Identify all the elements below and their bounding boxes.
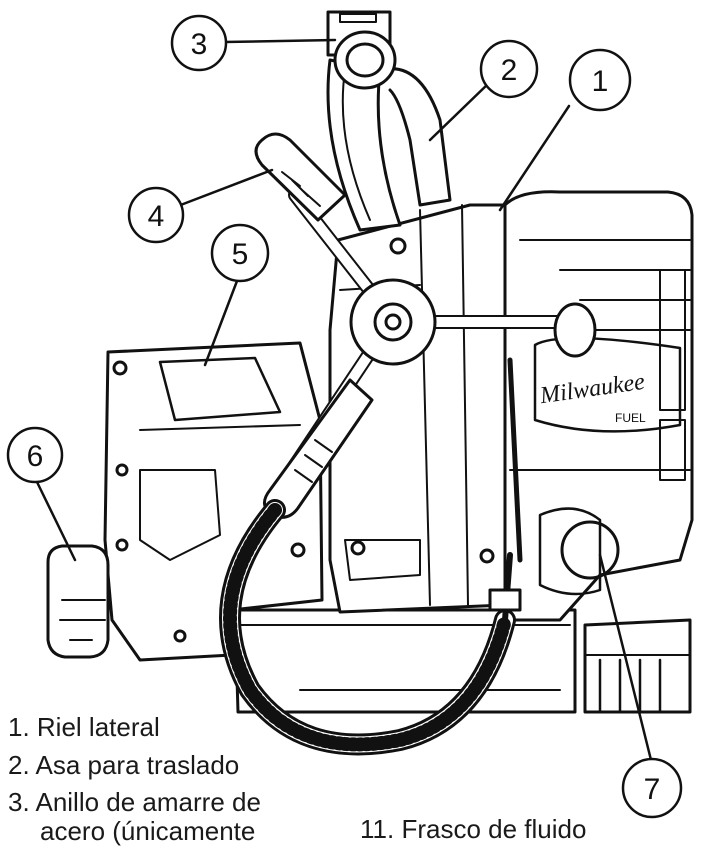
- motor-housing: [503, 190, 694, 622]
- callout-5-number: 5: [232, 238, 249, 271]
- callout-7: 7: [621, 757, 683, 819]
- callout-1: 1: [568, 48, 632, 112]
- legend-item-3-continued: acero (únicamente: [40, 816, 256, 846]
- callout-leaders: [35, 38, 653, 762]
- magnetic-base: [233, 608, 577, 714]
- callout-4-number: 4: [148, 200, 165, 233]
- magnetic-drill-diagram: Milwaukee FUEL 1 2 3 4 5 6: [6, 10, 694, 819]
- callout-4: 4: [127, 186, 185, 244]
- coolant-hose: [219, 357, 523, 756]
- drill-chuck: [583, 618, 692, 714]
- callout-3-number: 3: [191, 28, 208, 61]
- callout-1-number: 1: [592, 65, 609, 98]
- callout-2-number: 2: [501, 54, 518, 87]
- legend-item-11: 11. Frasco de fluido: [360, 814, 587, 844]
- legend-item-3: 3. Anillo de amarre de: [8, 787, 261, 817]
- carrying-handle: [326, 58, 452, 232]
- brand-sub-text: FUEL: [615, 411, 646, 425]
- drill-column: [290, 203, 507, 614]
- callout-6-number: 6: [27, 440, 44, 473]
- callout-6: 6: [6, 426, 64, 484]
- callout-3: 3: [170, 14, 228, 72]
- callout-5: 5: [210, 223, 270, 283]
- tank-cap-knob: [46, 544, 110, 659]
- callout-7-number: 7: [644, 773, 661, 806]
- legend-item-1: 1. Riel lateral: [8, 712, 160, 742]
- legend-item-2: 2. Asa para traslado: [8, 750, 240, 780]
- callout-2: 2: [479, 39, 539, 99]
